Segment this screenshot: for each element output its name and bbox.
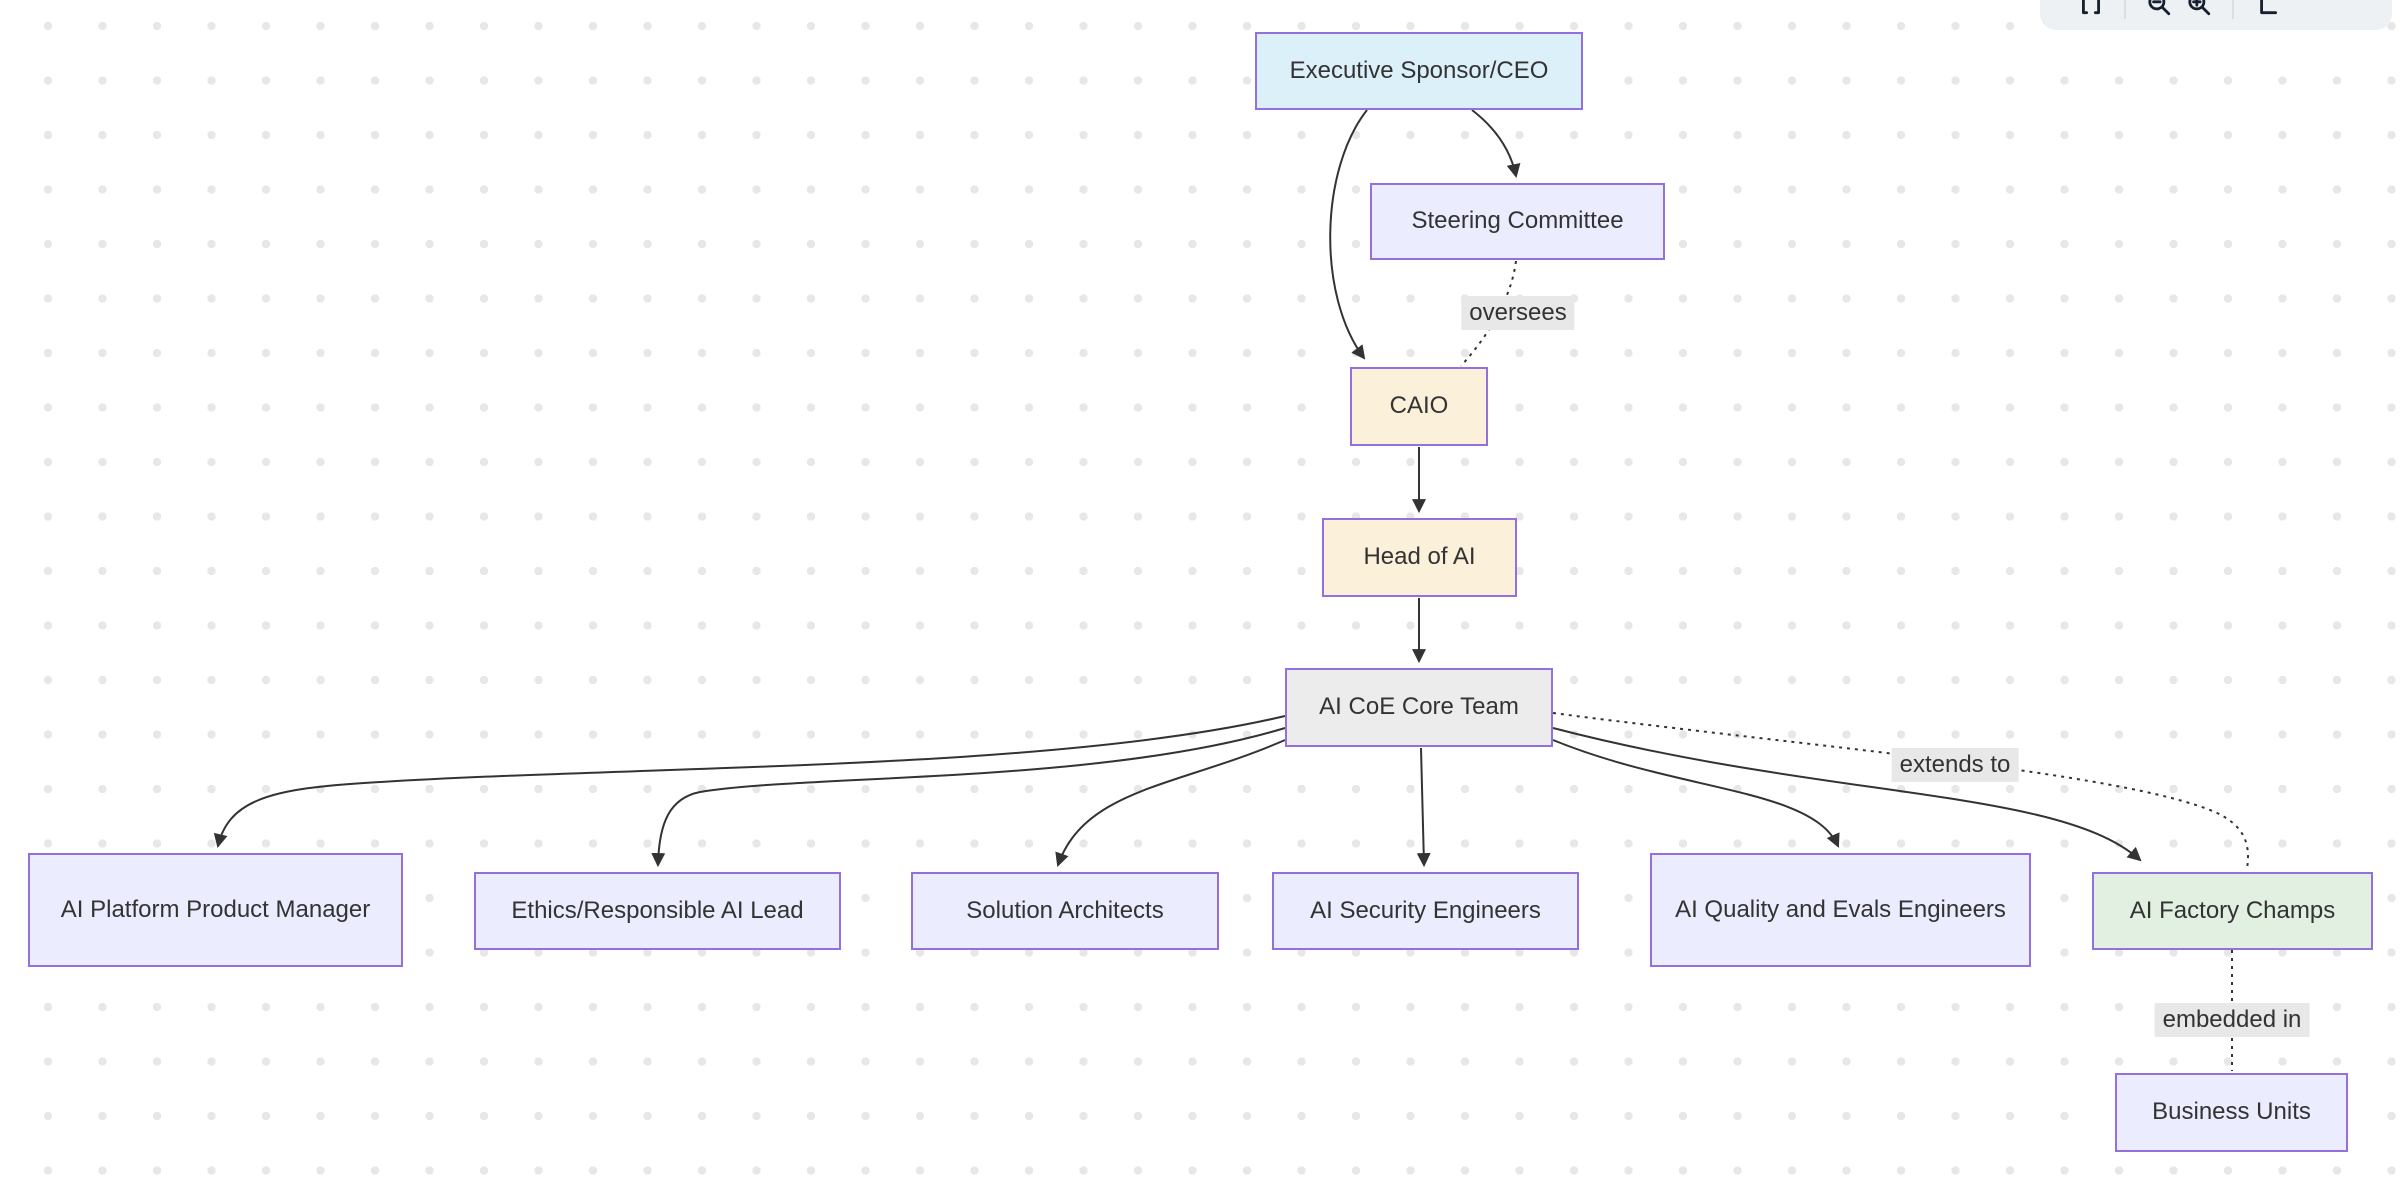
zoom-out-icon[interactable]: [2144, 0, 2174, 19]
canvas-toolbar: [2040, 0, 2392, 30]
edge-coe-to-sol: [1055, 739, 1286, 867]
node-ai-security-engineers: AI Security Engineers: [1272, 872, 1579, 950]
edge-exec-to-caio: [1329, 109, 1368, 360]
node-ai-quality-and-evals-engineers: AI Quality and Evals Engineers: [1650, 853, 2031, 967]
zoom-in-icon[interactable]: [2184, 0, 2214, 19]
node-ai-coe-core-team: AI CoE Core Team: [1285, 668, 1553, 747]
edge-coe-to-factory: [1552, 727, 2142, 862]
toolbar-divider: [2124, 0, 2126, 19]
edge-label-oversees: oversees: [1461, 296, 1575, 330]
edge-coe-extends-factory: [1552, 712, 2249, 870]
toolbar-divider: [2232, 0, 2234, 19]
node-caio: CAIO: [1350, 367, 1488, 446]
node-executive-sponsor-ceo: Executive Sponsor/CEO: [1255, 32, 1583, 110]
node-steering-committee: Steering Committee: [1370, 183, 1665, 260]
edge-coe-to-sec: [1416, 747, 1431, 868]
node-ai-factory-champs: AI Factory Champs: [2092, 872, 2373, 950]
edge-exec-to-steering: [1471, 109, 1521, 179]
fit-view-icon[interactable]: [2252, 0, 2282, 19]
node-solution-architects: Solution Architects: [911, 872, 1219, 950]
frame-icon[interactable]: [2076, 0, 2106, 19]
edge-coe-to-ethics: [651, 727, 1286, 868]
node-ai-platform-product-manager: AI Platform Product Manager: [28, 853, 403, 967]
edge-coe-to-apm: [213, 715, 1286, 849]
node-business-units: Business Units: [2115, 1073, 2348, 1152]
edge-coe-to-quality: [1552, 739, 1840, 848]
node-head-of-ai: Head of AI: [1322, 518, 1517, 597]
edge-label-embedded-in: embedded in: [2154, 1003, 2310, 1037]
node-ethics-responsible-ai-lead: Ethics/Responsible AI Lead: [474, 872, 841, 950]
edge-label-extends-to: extends to: [1891, 748, 2019, 782]
